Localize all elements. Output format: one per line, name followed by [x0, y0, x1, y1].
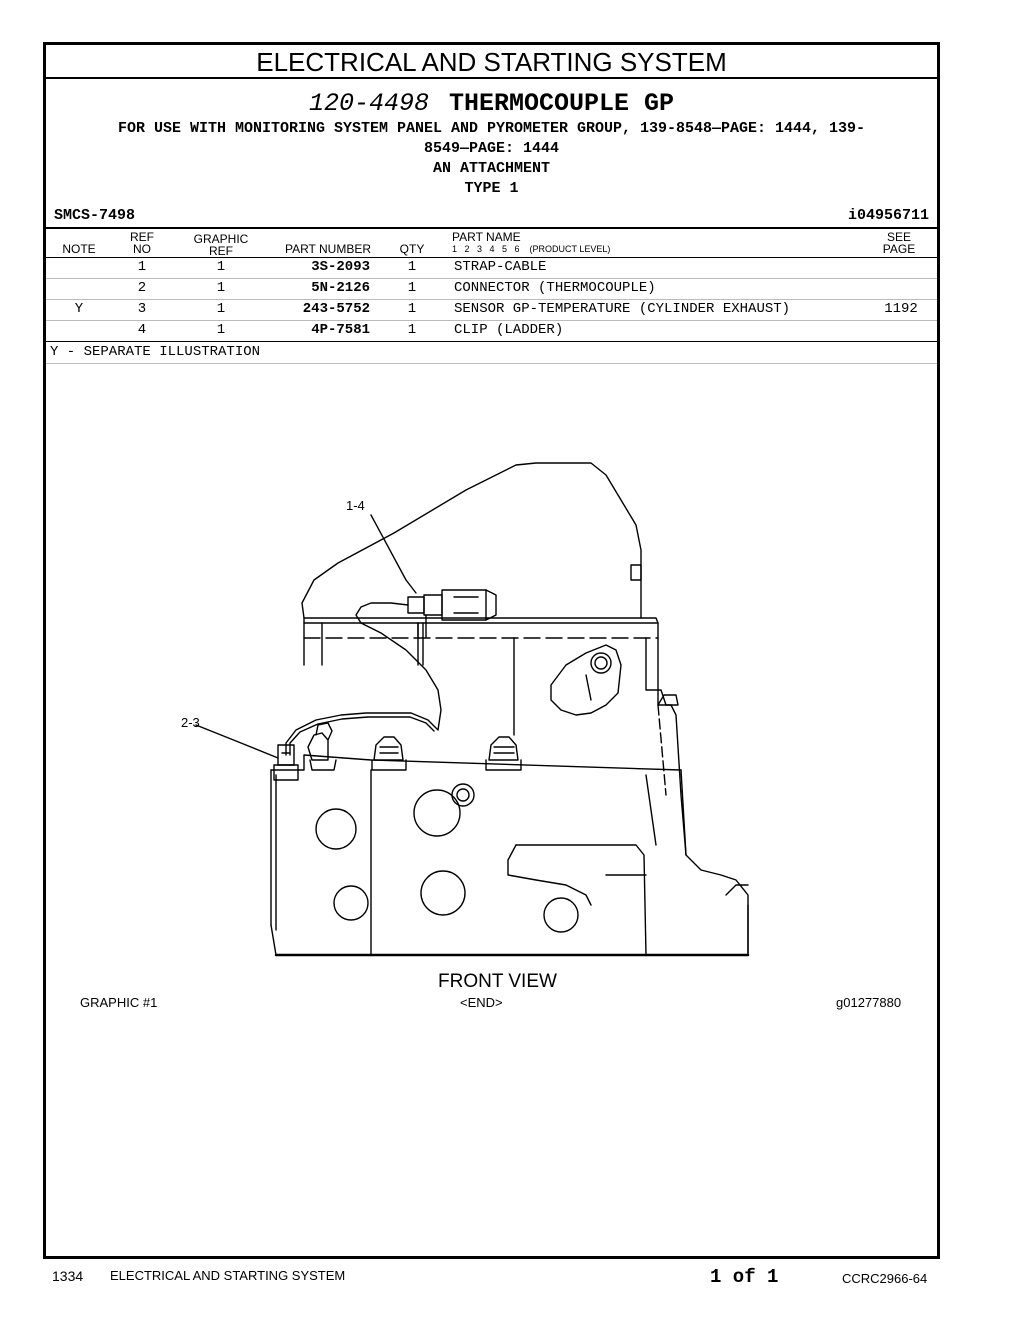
view-label: FRONT VIEW [438, 971, 557, 992]
row-divider [46, 278, 937, 279]
col-see-page-header-line: PAGE [882, 242, 916, 256]
row-ref-no: 1 [137, 259, 147, 275]
row-graphic-ref: 1 [216, 259, 226, 275]
row-qty: 1 [407, 301, 417, 317]
graphic-label: GRAPHIC #1 [80, 995, 158, 1010]
row-part-name: CLIP (LADDER) [454, 322, 564, 338]
col-product-level-header: 1 2 3 4 5 6 (PRODUCT LEVEL) [452, 244, 611, 254]
group-part-number: 120-4498 [308, 89, 429, 118]
callout-2-3: 2-3 [181, 715, 200, 730]
section-title: ELECTRICAL AND STARTING SYSTEM [46, 45, 937, 79]
row-divider [46, 299, 937, 300]
row-part-number: 243-5752 [302, 301, 370, 317]
row-note: Y [74, 301, 84, 317]
row-divider [46, 320, 937, 321]
legend-note: Y - SEPARATE ILLUSTRATION [50, 344, 261, 360]
row-graphic-ref: 1 [216, 280, 226, 296]
col-part-name-header: PART NAME [452, 230, 521, 244]
legend-rule [46, 363, 937, 364]
info-id: i04956711 [847, 207, 929, 224]
col-graphic-ref-header: GRAPHIC REF [186, 233, 256, 257]
group-title: 120-4498 THERMOCOUPLE GP [46, 89, 937, 118]
col-ref-no-header-line: NO [133, 242, 151, 256]
col-part-number-header: PART NUMBER [284, 242, 371, 256]
col-qty-header: QTY [399, 242, 425, 256]
col-graphic-ref-header-line: GRAPHIC [193, 232, 249, 246]
row-part-number: 4P-7581 [311, 322, 370, 338]
row-part-name: CONNECTOR (THERMOCOUPLE) [454, 280, 656, 296]
graphic-id: g01277880 [836, 995, 902, 1010]
footer-page-number: 1334 [52, 1268, 84, 1284]
smcs-code: SMCS-7498 [54, 207, 136, 224]
footer-doc-id: CCRC2966-64 [842, 1271, 928, 1286]
front-view-illustration: 1-4 2-3 FRONT VIEW [181, 462, 750, 992]
row-qty: 1 [407, 259, 417, 275]
col-note-header: NOTE [62, 242, 96, 256]
row-ref-no: 4 [137, 322, 147, 338]
col-see-page-header-line: SEE [886, 230, 911, 244]
row-part-number: 5N-2126 [311, 280, 370, 296]
col-ref-no-header: REF NO [122, 231, 162, 255]
table-header-rule [46, 257, 937, 258]
row-part-name: SENSOR GP-TEMPERATURE (CYLINDER EXHAUST) [454, 301, 791, 317]
row-ref-no: 2 [137, 280, 147, 296]
row-graphic-ref: 1 [216, 301, 226, 317]
table-bottom-rule [46, 341, 937, 342]
footer-section: ELECTRICAL AND STARTING SYSTEM [110, 1268, 346, 1283]
description-line: AN ATTACHMENT [432, 160, 551, 177]
row-part-number: 3S-2093 [311, 259, 370, 275]
description-line: FOR USE WITH MONITORING SYSTEM PANEL AND… [117, 120, 866, 137]
description-line: TYPE 1 [464, 180, 519, 197]
row-see-page: 1192 [884, 301, 918, 317]
row-qty: 1 [407, 280, 417, 296]
row-ref-no: 3 [137, 301, 147, 317]
col-ref-no-header-line: REF [130, 230, 154, 244]
row-qty: 1 [407, 322, 417, 338]
callout-1-4: 1-4 [346, 498, 365, 513]
col-graphic-ref-header-line: REF [209, 244, 233, 258]
col-see-page-header: SEE PAGE [876, 231, 922, 255]
row-graphic-ref: 1 [216, 322, 226, 338]
end-label: <END> [460, 995, 503, 1010]
group-name: THERMOCOUPLE GP [448, 89, 675, 118]
footer-page-of: 1 of 1 [710, 1266, 779, 1288]
row-part-name: STRAP-CABLE [454, 259, 547, 275]
description-line: 8549—PAGE: 1444 [423, 140, 560, 157]
table-top-rule [46, 227, 937, 229]
